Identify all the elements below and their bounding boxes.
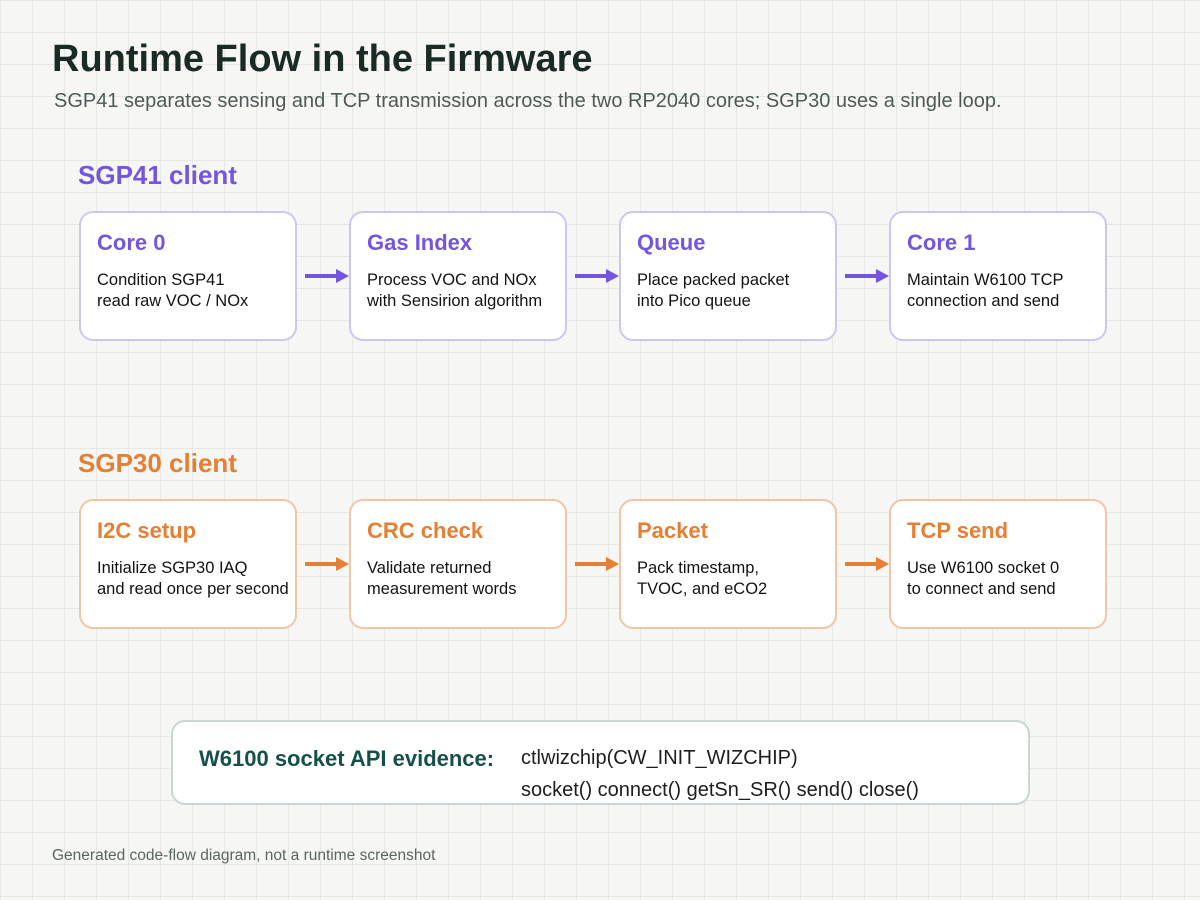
- footer-note: Generated code-flow diagram, not a runti…: [52, 847, 436, 864]
- sgp30-section-title: SGP30 client: [78, 448, 237, 478]
- sgp30-step-tcp-send: TCP send Use W6100 socket 0 to connect a…: [889, 499, 1107, 629]
- step-title: Packet: [637, 518, 708, 543]
- page-subtitle: SGP41 separates sensing and TCP transmis…: [54, 90, 1002, 112]
- sgp41-section-title: SGP41 client: [78, 160, 237, 190]
- step-line: Validate returned: [367, 559, 492, 577]
- step-title: Queue: [637, 230, 706, 255]
- step-title: Gas Index: [367, 230, 473, 255]
- flow-arrow-icon: [305, 269, 349, 283]
- flow-arrow-icon: [845, 269, 889, 283]
- sgp41-step-core-1: Core 1 Maintain W6100 TCP connection and…: [889, 211, 1107, 341]
- step-line: to connect and send: [907, 580, 1056, 598]
- step-title: Core 0: [97, 230, 166, 255]
- api-evidence-label: W6100 socket API evidence:: [199, 746, 495, 771]
- sgp41-step-core-0: Core 0 Condition SGP41 read raw VOC / NO…: [79, 211, 297, 341]
- step-line: Condition SGP41: [97, 271, 225, 289]
- api-evidence-box: W6100 socket API evidence: ctlwizchip(CW…: [171, 720, 1030, 805]
- step-title: CRC check: [367, 518, 484, 543]
- step-title: TCP send: [907, 518, 1009, 543]
- step-line: read raw VOC / NOx: [97, 292, 249, 310]
- step-line: Maintain W6100 TCP: [907, 271, 1064, 289]
- step-line: and read once per second: [97, 580, 289, 598]
- flow-arrow-icon: [845, 557, 889, 571]
- sgp30-step-i2c-setup: I2C setup Initialize SGP30 IAQ and read …: [79, 499, 297, 629]
- step-line: measurement words: [367, 580, 517, 598]
- sgp30-step-crc-check: CRC check Validate returned measurement …: [349, 499, 567, 629]
- flow-arrow-icon: [575, 557, 619, 571]
- sgp41-step-gas-index: Gas Index Process VOC and NOx with Sensi…: [349, 211, 567, 341]
- step-line: Initialize SGP30 IAQ: [97, 559, 248, 577]
- step-line: TVOC, and eCO2: [637, 580, 768, 598]
- api-call-list: socket() connect() getSn_SR() send() clo…: [521, 779, 919, 801]
- api-call-init: ctlwizchip(CW_INIT_WIZCHIP): [521, 747, 798, 769]
- sgp30-step-packet: Packet Pack timestamp, TVOC, and eCO2: [619, 499, 837, 629]
- flow-arrow-icon: [575, 269, 619, 283]
- step-line: Process VOC and NOx: [367, 271, 537, 289]
- step-title: Core 1: [907, 230, 976, 255]
- step-line: into Pico queue: [637, 292, 751, 310]
- page-title: Runtime Flow in the Firmware: [52, 38, 593, 80]
- step-line: connection and send: [907, 292, 1060, 310]
- step-title: I2C setup: [97, 518, 197, 543]
- step-line: Place packed packet: [637, 271, 790, 289]
- step-line: Use W6100 socket 0: [907, 559, 1060, 577]
- step-line: Pack timestamp,: [637, 559, 759, 577]
- sgp41-step-queue: Queue Place packed packet into Pico queu…: [619, 211, 837, 341]
- step-line: with Sensirion algorithm: [367, 292, 543, 310]
- flow-arrow-icon: [305, 557, 349, 571]
